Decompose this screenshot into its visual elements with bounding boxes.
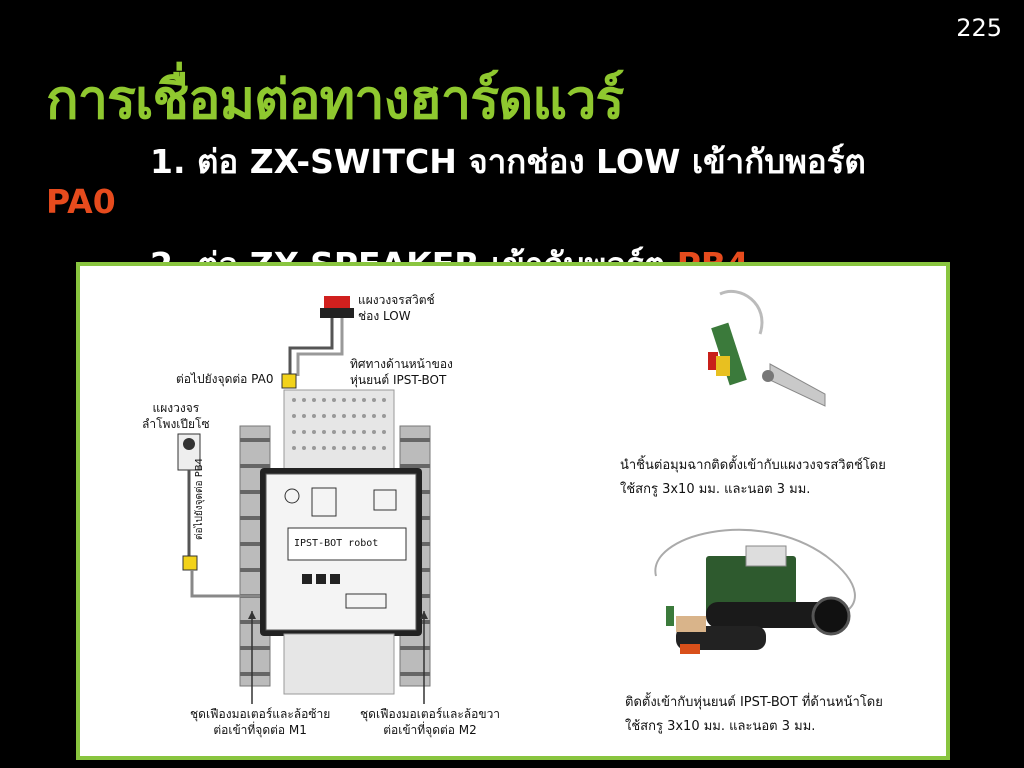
top-plate [283, 389, 395, 471]
pa0-connector [281, 373, 297, 389]
motor-left-label: ชุดเฟืองมอเตอร์และล้อซ้ายต่อเข้าที่จุดต่… [190, 707, 331, 737]
lcd-text: IPST-BOT robot [294, 538, 378, 549]
step-1-port: PA0 [46, 182, 116, 221]
pa0-label: ต่อไปยังจุดต่อ PA0 [176, 372, 274, 386]
speaker-label: แผงวงจรลำโพงเปียโซ [142, 401, 210, 431]
front-direction-label: ทิศทางด้านหน้าของหุ่นยนต์ IPST-BOT [350, 357, 453, 387]
speaker-icon [183, 438, 195, 450]
switch-board [320, 308, 354, 318]
switch-button [324, 296, 350, 308]
slide-title: การเชื่อมต่อทางฮาร์ดแวร์ [46, 68, 624, 131]
photo-caption-2: ติดตั้งเข้ากับหุ่นยนต์ IPST-BOT ที่ด้านห… [625, 695, 883, 734]
bottom-plate [283, 633, 395, 695]
pb4-connector [182, 555, 198, 571]
step-1-prefix: 1. ต่อ ZX-SWITCH จากช่อง LOW เข้ากับพอร์… [150, 142, 866, 181]
robot-photo [654, 528, 856, 654]
motor-right-label: ชุดเฟืองมอเตอร์และล้อขวาต่อเข้าที่จุดต่อ… [360, 707, 501, 737]
lcd-screen [287, 527, 407, 561]
wiring-diagram: IPST-BOT robot [177, 296, 431, 704]
switch-bracket-photo [708, 289, 826, 407]
slide-number: 225 [956, 14, 1002, 42]
switch-cable [288, 318, 334, 376]
hardware-figure-panel: IPST-BOT robot แผงวงจรสวิตช์ช่อง LOW ต่อ… [76, 262, 950, 760]
switch-label: แผงวงจรสวิตช์ช่อง LOW [358, 293, 435, 323]
step-1-text: 1. ต่อ ZX-SWITCH จากช่อง LOW เข้ากับพอร์… [150, 135, 866, 188]
photo-caption-1: นำชิ้นต่อมุมฉากติดตั้งเข้ากับแผงวงจรสวิต… [620, 458, 886, 497]
pb4-label: ต่อไปยังจุดต่อ PB4 [194, 458, 205, 540]
plate-holes [292, 398, 386, 450]
